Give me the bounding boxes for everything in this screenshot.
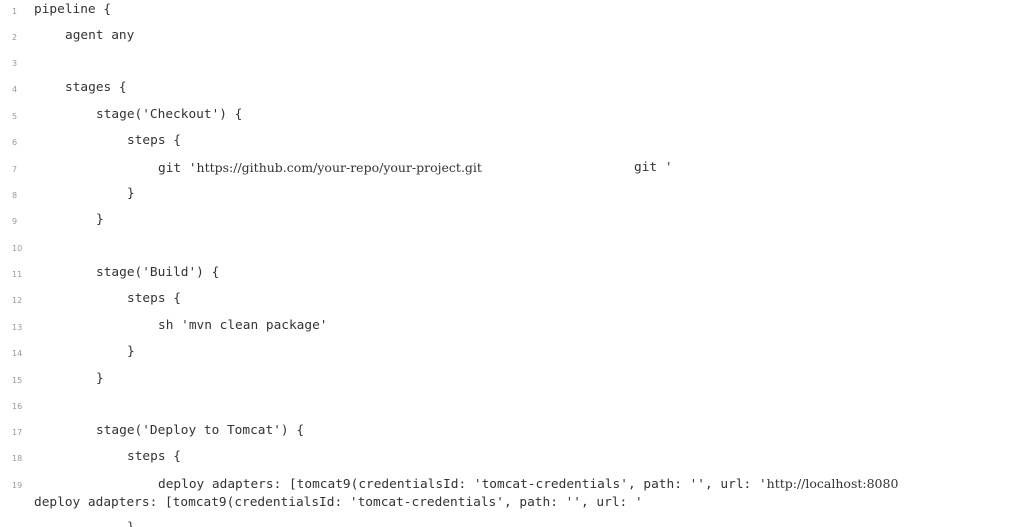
- line-number: 5: [12, 112, 18, 121]
- code-text: }: [96, 371, 104, 386]
- code-text-tail: git ': [634, 160, 673, 175]
- code-text: agent any: [65, 28, 135, 43]
- code-line-18: 18 steps {: [0, 449, 1020, 479]
- line-number: 6: [12, 138, 18, 147]
- line-number: 17: [12, 428, 23, 437]
- code-keyword: deploy adapters: [tomcat9(credentialsId:…: [158, 477, 767, 492]
- code-line-16: 16: [0, 401, 1020, 427]
- code-text: pipeline {: [34, 2, 112, 17]
- code-partial-line: }: [127, 520, 135, 527]
- line-number: 2: [12, 33, 18, 42]
- code-keyword: git ': [158, 161, 197, 176]
- code-line-6: 6 steps {: [0, 133, 1020, 163]
- code-line-8: 8 }: [0, 186, 1020, 216]
- code-line-19: 19 deploy adapters: [tomcat9(credentials…: [0, 476, 1020, 506]
- code-line-2: 2 agent any: [0, 28, 1020, 58]
- code-text: steps {: [127, 291, 181, 306]
- code-url: http://localhost:8080: [766, 476, 899, 491]
- code-text: sh 'mvn clean package': [158, 318, 328, 333]
- code-text: }: [127, 344, 135, 359]
- code-url: https://github.com/your-repo/your-projec…: [196, 160, 482, 175]
- line-number: 15: [12, 376, 23, 385]
- code-text: steps {: [127, 133, 181, 148]
- code-text: steps {: [127, 449, 181, 464]
- code-text: stage('Checkout') {: [96, 107, 243, 122]
- code-line-17: 17 stage('Deploy to Tomcat') {: [0, 423, 1020, 453]
- line-number: 19: [12, 481, 23, 490]
- code-line-13: 13 sh 'mvn clean package': [0, 318, 1020, 348]
- code-text: }: [96, 212, 104, 227]
- code-line-12: 12 steps {: [0, 291, 1020, 321]
- line-number: 9: [12, 217, 18, 226]
- code-line-15: 15 }: [0, 371, 1020, 401]
- code-line-11: 11 stage('Build') {: [0, 265, 1020, 295]
- code-text: git 'https://github.com/your-repo/your-p…: [158, 160, 482, 177]
- code-line-1: 1 pipeline {: [0, 2, 1020, 32]
- line-number: 11: [12, 270, 23, 279]
- line-number: 1: [12, 7, 18, 16]
- code-text: stages {: [65, 80, 127, 95]
- line-number: 8: [12, 191, 18, 200]
- line-number: 12: [12, 296, 23, 305]
- line-number: 4: [12, 85, 18, 94]
- line-number: 3: [12, 59, 18, 68]
- code-text: deploy adapters: [tomcat9(credentialsId:…: [158, 476, 898, 493]
- code-line-7: 7 git 'https://github.com/your-repo/your…: [0, 160, 1020, 190]
- line-number: 16: [12, 402, 23, 411]
- code-line-4: 4 stages {: [0, 80, 1020, 110]
- code-line-5: 5 stage('Checkout') {: [0, 107, 1020, 137]
- code-text: stage('Build') {: [96, 265, 220, 280]
- line-number: 7: [12, 165, 18, 174]
- code-line-9: 9 }: [0, 212, 1020, 242]
- line-number: 13: [12, 323, 23, 332]
- code-text: stage('Deploy to Tomcat') {: [96, 423, 305, 438]
- code-line-3: 3: [0, 58, 1020, 84]
- code-text: }: [127, 186, 135, 201]
- code-overflow-line: deploy adapters: [tomcat9(credentialsId:…: [34, 495, 643, 510]
- code-line-10: 10: [0, 243, 1020, 269]
- line-number: 10: [12, 244, 23, 253]
- line-number: 18: [12, 454, 23, 463]
- code-line-14: 14 }: [0, 344, 1020, 374]
- line-number: 14: [12, 349, 23, 358]
